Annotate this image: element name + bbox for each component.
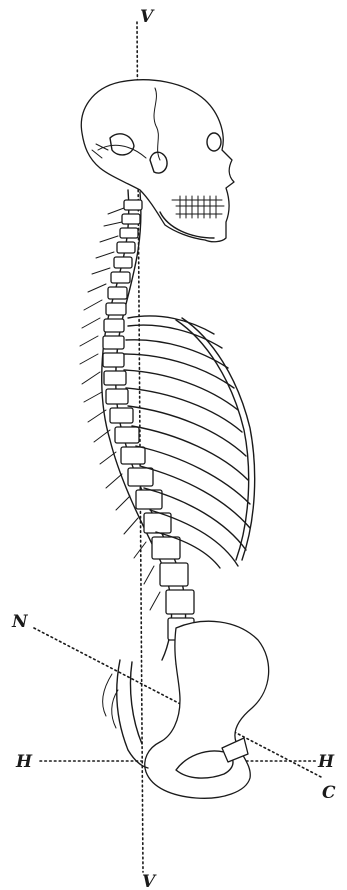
label-h-left: H xyxy=(15,752,33,772)
label-v-top: V xyxy=(140,7,155,27)
pelvis xyxy=(103,621,269,798)
label-c: C xyxy=(322,783,336,803)
label-n: N xyxy=(11,612,29,632)
skull xyxy=(81,80,234,242)
label-v-bottom: V xyxy=(142,872,157,890)
label-h-right: H xyxy=(317,752,335,772)
